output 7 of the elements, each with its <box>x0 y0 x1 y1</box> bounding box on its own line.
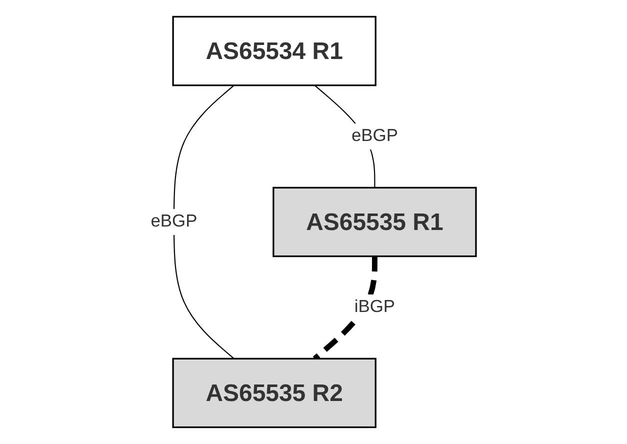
node-box: AS65535 R1 <box>272 186 477 258</box>
node-box: AS65534 R1 <box>172 16 377 86</box>
connector <box>174 84 235 360</box>
edge-label: iBGP <box>354 298 396 316</box>
node-box: AS65535 R2 <box>172 358 377 428</box>
edge-label: eBGP <box>352 126 398 146</box>
edge-label: eBGP <box>150 212 198 231</box>
